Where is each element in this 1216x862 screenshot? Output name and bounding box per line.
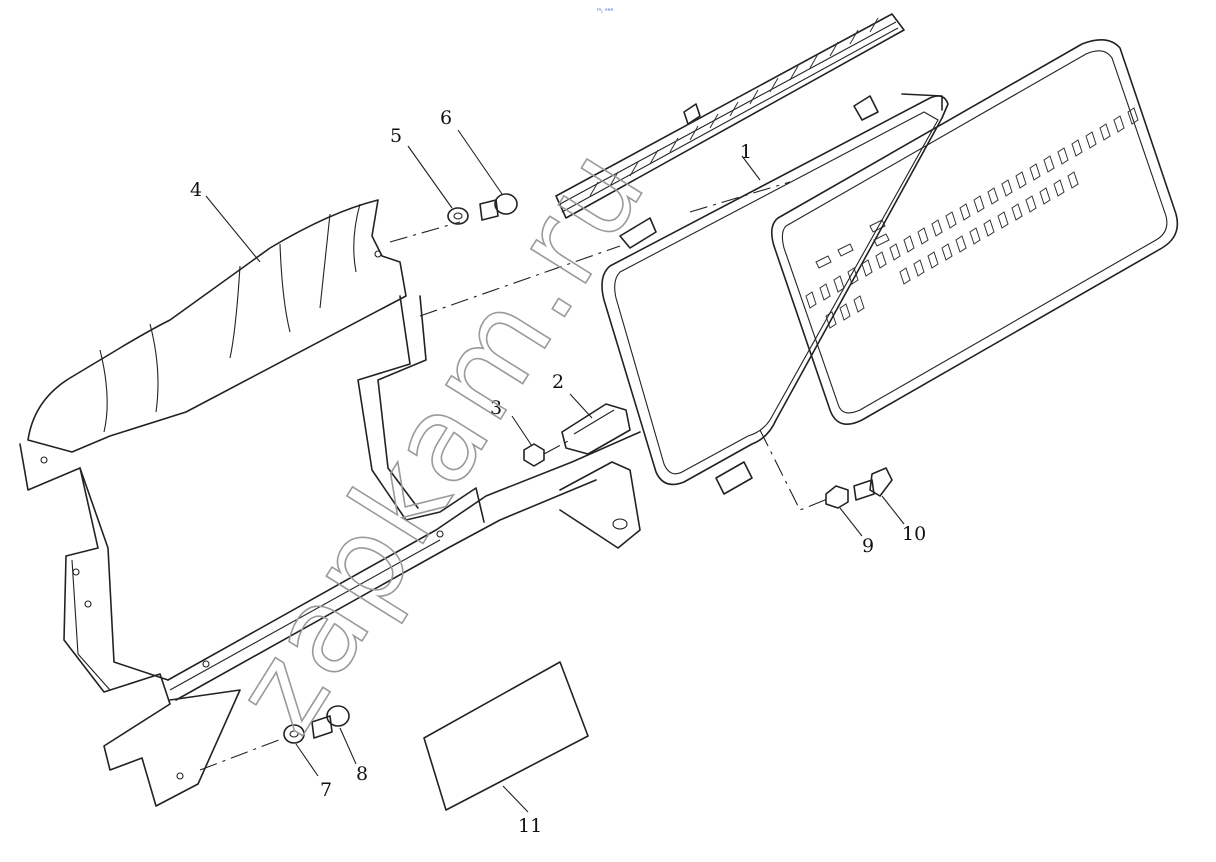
part-5-washer (407, 145, 469, 225)
callout-6: 6 (440, 107, 452, 129)
part-3-nut (511, 415, 571, 467)
callout-9: 9 (862, 535, 874, 557)
callout-5: 5 (390, 125, 402, 147)
callout-7: 7 (320, 779, 332, 801)
part-2-bracket (561, 393, 631, 455)
callout-4: 4 (190, 179, 202, 201)
part-10-screw (853, 467, 905, 525)
callout-2: 2 (552, 371, 564, 393)
watermark-text: zapkam.ru (207, 122, 674, 754)
part-11-label-plate (423, 661, 589, 813)
callout-3: 3 (490, 397, 502, 419)
part-1-cluster-housing (389, 39, 1179, 511)
callout-8: 8 (356, 763, 368, 785)
upper-vent-strip (555, 13, 905, 219)
callout-11: 11 (518, 815, 542, 837)
header-mark: ᵐᵢ ᵒᵒᵒ (597, 7, 614, 15)
callout-10: 10 (902, 523, 926, 545)
part-6-screw (457, 129, 518, 221)
part-8-screw (311, 705, 357, 765)
callout-1: 1 (740, 141, 752, 163)
part-7-washer (199, 724, 319, 777)
part-9-nut (825, 485, 863, 537)
part-4-mounting-frame (19, 195, 641, 807)
